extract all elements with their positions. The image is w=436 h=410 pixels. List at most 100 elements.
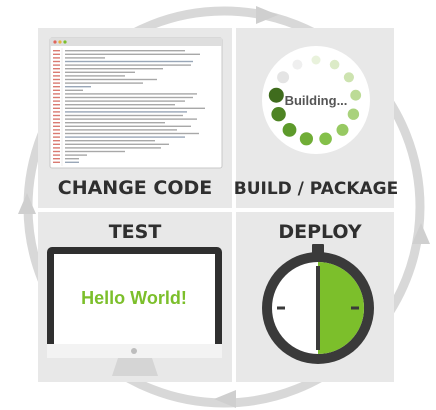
test-monitor: Hello World!	[47, 247, 222, 376]
code-line-number	[53, 93, 60, 95]
test-label: TEST	[109, 221, 162, 243]
code-line-number	[53, 78, 60, 81]
code-line-number	[53, 64, 60, 66]
code-line	[65, 53, 200, 55]
code-line-number	[53, 143, 60, 145]
code-line	[65, 125, 191, 127]
spinner-dot	[347, 108, 360, 120]
code-line	[65, 129, 177, 131]
code-line-number	[53, 158, 60, 160]
code-line-number	[53, 107, 60, 109]
spinner-dot	[336, 123, 349, 136]
code-line-number	[53, 86, 60, 88]
window-minimize-icon	[58, 40, 62, 44]
code-line-number	[53, 154, 60, 156]
code-line	[65, 118, 197, 120]
window-maximize-icon	[63, 40, 67, 44]
code-line-number	[53, 53, 60, 55]
code-line	[65, 57, 105, 59]
code-line-number	[53, 104, 60, 106]
ring-arrow-bottom-icon	[214, 390, 236, 408]
code-line-number	[53, 150, 60, 153]
clock-crown	[312, 244, 324, 254]
window-close-icon	[53, 40, 57, 44]
code-line	[65, 71, 135, 73]
code-line-number	[53, 140, 60, 142]
code-line	[65, 78, 157, 81]
code-line	[65, 136, 185, 138]
code-line	[65, 93, 197, 95]
code-line-number	[53, 125, 60, 127]
hello-world-text: Hello World!	[81, 288, 187, 308]
code-line-number	[53, 60, 60, 63]
spinner-dot	[271, 107, 286, 122]
code-line-number	[53, 114, 60, 117]
code-line	[65, 147, 161, 149]
code-line	[65, 82, 143, 84]
deploy-clock-icon	[262, 244, 374, 364]
code-line-number	[53, 75, 60, 77]
code-line-number	[53, 129, 60, 131]
code-line-number	[53, 132, 60, 135]
spinner-dots	[268, 55, 362, 146]
code-line	[65, 96, 193, 99]
building-status-text: Building...	[285, 93, 348, 108]
code-line	[65, 140, 155, 142]
monitor-stand	[112, 358, 158, 376]
spinner-dot	[350, 89, 362, 101]
code-line-number	[53, 57, 60, 59]
cycle-ring	[18, 6, 430, 408]
spinner-dot	[319, 132, 332, 146]
code-line	[65, 100, 185, 102]
spinner-dot	[268, 87, 284, 103]
code-line	[65, 114, 183, 117]
code-line-number	[53, 111, 60, 113]
code-line	[65, 104, 175, 106]
code-line	[65, 86, 91, 88]
spinner-dot	[329, 59, 340, 70]
monitor-screen	[54, 254, 215, 344]
code-line-number	[53, 50, 60, 52]
code-line-number	[53, 71, 60, 73]
spinner-dot	[299, 132, 313, 146]
code-line-number	[53, 96, 60, 99]
code-line	[65, 64, 191, 66]
code-line	[65, 161, 79, 163]
ring-arrow-top-icon	[256, 6, 278, 24]
clock-progress-fill	[318, 262, 364, 354]
deploy-label: DEPLOY	[278, 221, 362, 243]
code-line	[65, 132, 199, 135]
monitor-logo-icon	[131, 348, 137, 354]
code-line	[65, 158, 79, 160]
code-line-number	[53, 118, 60, 120]
spinner-dot	[292, 59, 303, 70]
change-code-label: CHANGE CODE	[58, 177, 213, 199]
code-line	[65, 143, 169, 145]
spinner-dot	[343, 72, 354, 83]
spinner-dot	[277, 71, 290, 84]
code-line-number	[53, 122, 60, 124]
build-package-label: BUILD / PACKAGE	[234, 179, 399, 199]
editor-titlebar	[50, 38, 222, 46]
code-line-number	[53, 147, 60, 149]
code-line-number	[53, 82, 60, 84]
code-line-number	[53, 136, 60, 138]
code-line	[65, 60, 193, 63]
code-line	[65, 75, 125, 77]
code-line-number	[53, 68, 60, 70]
code-lines	[53, 50, 205, 163]
ring-arrow-left-icon	[18, 193, 36, 214]
code-line	[65, 150, 125, 153]
build-spinner: Building...	[262, 46, 370, 154]
code-line	[65, 122, 165, 124]
spinner-dot	[311, 55, 321, 65]
code-line-number	[53, 89, 60, 91]
code-line	[65, 68, 163, 70]
code-line	[65, 154, 87, 156]
code-editor-window	[49, 37, 223, 169]
spinner-dot	[282, 122, 297, 137]
code-line	[65, 111, 187, 113]
code-line	[65, 107, 205, 109]
